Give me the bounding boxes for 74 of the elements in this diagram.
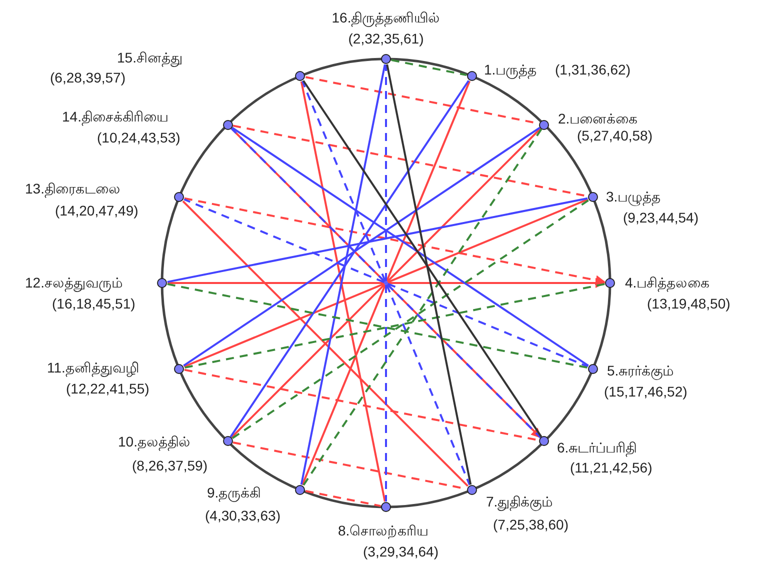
line [232,126,589,366]
point-marker [539,436,550,446]
line [230,128,386,282]
verse-word: 4.பசித்தலகை [625,274,710,292]
point-marker [588,364,598,374]
number-list: (12,22,41,55) [66,380,150,398]
line [302,128,542,486]
line [302,80,542,438]
number-list: (11,21,42,56) [570,460,652,476]
number-list: (6,28,39,57) [50,70,126,86]
number-list: (15,17,46,52) [604,384,688,400]
number-list: (10,24,43,53) [97,130,180,146]
verse-word: 6.சுடர்ப்பரிதி [557,440,637,456]
line [385,64,387,281]
point-marker [222,436,233,446]
point-marker [157,278,167,288]
line [184,282,385,368]
number-list: (5,27,40,58) [577,128,652,144]
line [387,282,588,368]
point-marker [605,278,615,288]
point-marker [539,120,550,130]
verse-word: 15.சினத்து [117,50,182,66]
point-marker [174,192,184,202]
verse-word: 16.திருத்தணியில் [332,10,440,26]
point-marker [295,71,306,82]
point-marker [295,484,306,495]
center-point [384,281,388,285]
line [386,80,471,282]
line [230,284,386,438]
line [301,284,386,486]
verse-word: 9.தருக்கி [207,484,261,502]
verse-word: 2.பனைக்கை [558,110,638,128]
verse-word: 12.சலத்துவரும் [25,274,122,292]
number-list: (8,26,37,59) [132,458,208,474]
line [184,198,385,284]
point-marker [174,364,184,374]
line [386,64,472,485]
number-list: (1,31,36,62) [555,62,630,78]
point-marker [381,54,391,64]
point-marker [588,192,598,202]
verse-word: 3.பழுத்த [606,188,661,206]
point-marker [466,484,477,495]
line [230,80,470,438]
verse-word: 1.பருத்த [484,62,537,78]
number-list: (14,20,47,49) [55,202,138,220]
verse-word: 10.தலத்தில் [118,434,190,450]
line [301,80,386,282]
line [391,59,467,76]
verse-word: 7.துதிக்கும் [486,494,553,510]
line [182,200,469,487]
number-list: (13,19,48,50) [647,296,730,312]
number-list: (4,30,33,63) [205,508,280,524]
verse-word: 14.திசைக்கிரியை [62,108,168,126]
point-marker [381,502,391,512]
number-list: (9,23,44,54) [623,210,698,226]
line [386,284,542,438]
line [385,285,387,502]
line [386,284,471,486]
line [305,490,381,507]
number-list: (16,18,45,51) [52,296,136,312]
point-marker [466,71,477,82]
line [387,198,588,284]
verse-word: 11.தனித்துவழி [47,360,140,376]
line [232,200,589,440]
point-marker [222,120,233,130]
verse-word: 5.சுரர்க்கும் [607,362,674,380]
number-list: (2,32,35,61) [348,30,424,48]
arrow [168,278,606,288]
line [183,126,540,366]
verse-word: 13.திரைகடலை [25,180,120,198]
number-list: (7,25,38,60) [493,516,568,534]
verse-word: 8.சொலற்கரிய [338,522,429,540]
line [386,128,542,282]
number-list: (3,29,34,64) [363,544,438,560]
